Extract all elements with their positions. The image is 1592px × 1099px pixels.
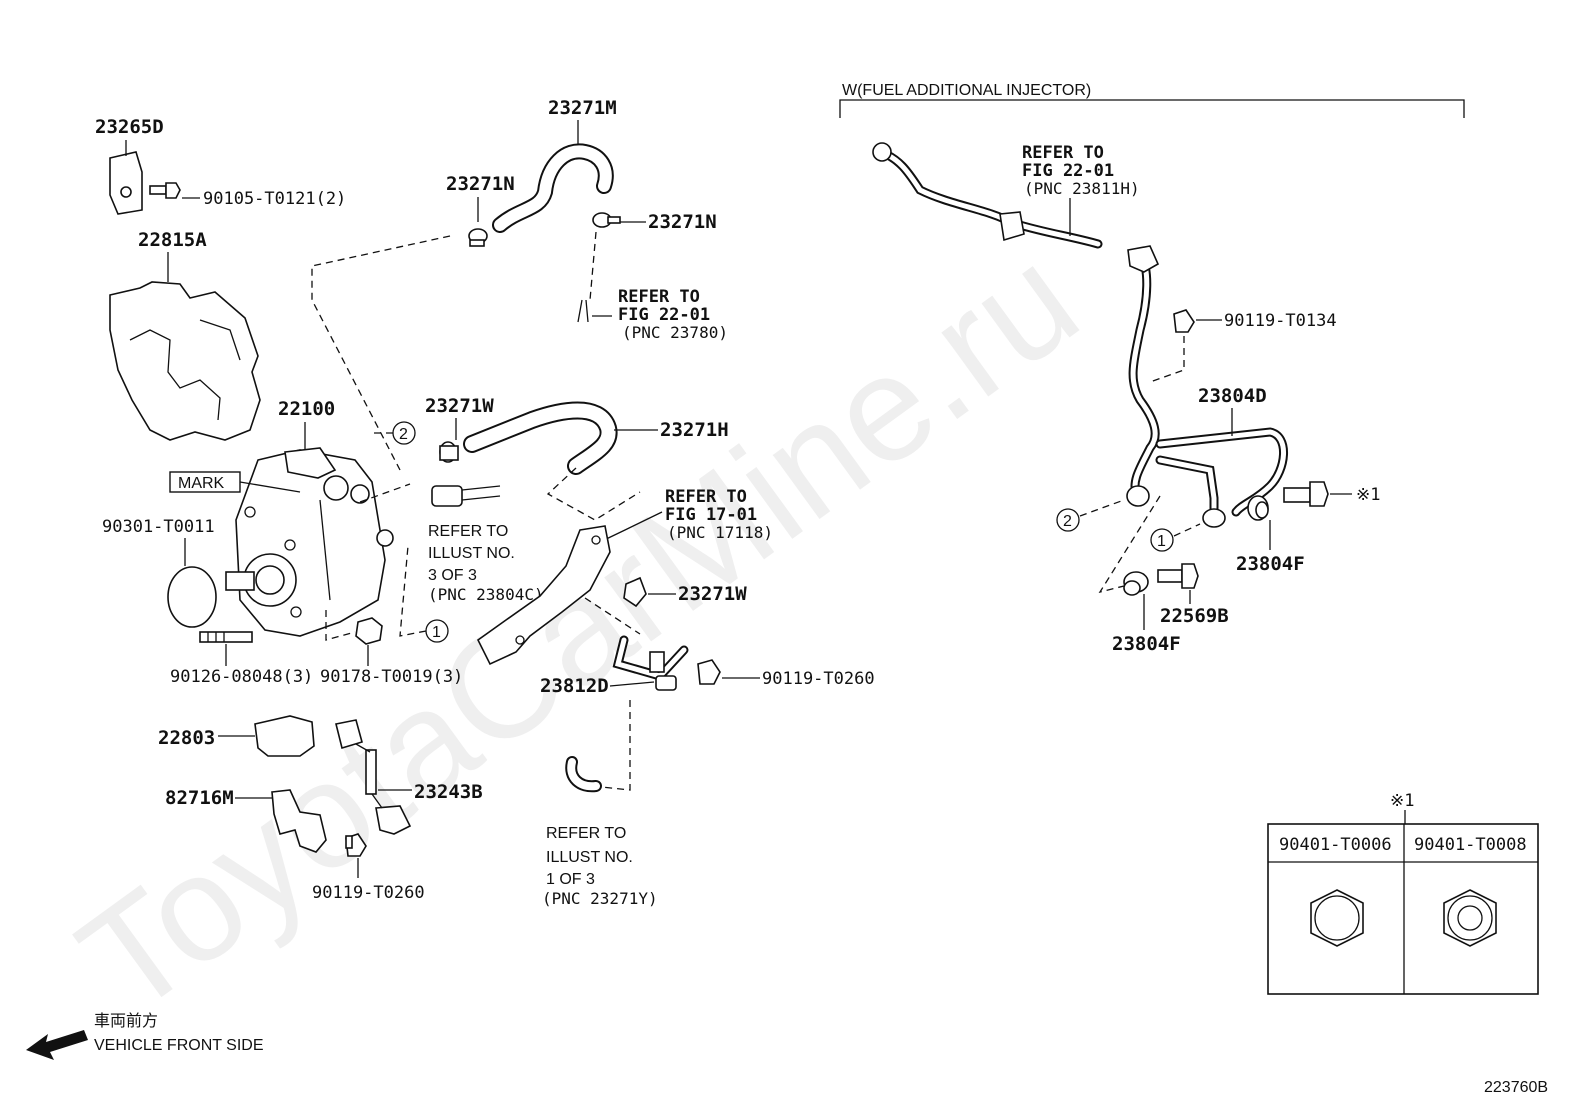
asterisk-note-bolt[interactable]: ※1 bbox=[1356, 485, 1380, 505]
mark-indicator: MARK bbox=[169, 471, 301, 493]
sensor-23243b[interactable] bbox=[335, 719, 412, 835]
svg-text:REFER TO: REFER TO bbox=[618, 287, 700, 307]
ref-illust-1[interactable]: REFER TO ILLUST NO. 1 OF 3 (PNC 23271Y) bbox=[542, 825, 658, 908]
part-label-23243b[interactable]: 23243B bbox=[414, 781, 483, 803]
bolt-90105[interactable] bbox=[149, 182, 181, 199]
callout-1-right: 1 bbox=[1150, 528, 1174, 552]
part-label-23271m[interactable]: 23271M bbox=[548, 97, 617, 119]
svg-text:REFER TO: REFER TO bbox=[1022, 143, 1104, 163]
ref-illust-3[interactable]: REFER TO ILLUST NO. 3 OF 3 (PNC 23804C) bbox=[428, 523, 544, 604]
part-label-23804f-bottom[interactable]: 23804F bbox=[1112, 633, 1181, 655]
group-label-fuel-injector: W(FUEL ADDITIONAL INJECTOR) bbox=[842, 82, 1091, 99]
part-label-82716m[interactable]: 82716M bbox=[165, 787, 234, 809]
svg-text:ILLUST NO.: ILLUST NO. bbox=[546, 849, 633, 866]
pipe-23804d[interactable] bbox=[1126, 245, 1288, 528]
bolt-22569b[interactable] bbox=[1157, 563, 1199, 589]
part-label-23812d[interactable]: 23812D bbox=[540, 675, 609, 697]
clip-23271w-bottom[interactable] bbox=[623, 576, 647, 608]
svg-text:(PNC 23804C): (PNC 23804C) bbox=[428, 585, 544, 604]
svg-text:1 OF 3: 1 OF 3 bbox=[546, 871, 595, 888]
svg-text:FIG 22-01: FIG 22-01 bbox=[618, 305, 710, 325]
front-arrow-icon bbox=[26, 1030, 88, 1060]
bolt-90119-a[interactable] bbox=[345, 833, 367, 857]
svg-text:FIG 22-01: FIG 22-01 bbox=[1022, 161, 1114, 181]
table-col-2: 90401-T0008 bbox=[1414, 835, 1527, 855]
callout-2-left: 2 bbox=[392, 421, 416, 445]
bolt-asterisk-1[interactable] bbox=[1283, 481, 1329, 507]
svg-text:2: 2 bbox=[1063, 513, 1072, 530]
bolt-table: 90401-T0006 90401-T0008 bbox=[1267, 823, 1539, 995]
callout-2-right: 2 bbox=[1056, 508, 1080, 532]
svg-text:(PNC 23271Y): (PNC 23271Y) bbox=[542, 889, 658, 908]
bolt-90119-b[interactable] bbox=[697, 659, 721, 685]
clip-23804f-right[interactable] bbox=[1247, 495, 1269, 521]
clip-23804f-bottom[interactable] bbox=[1123, 571, 1149, 596]
ref-fig-22-01-b[interactable]: REFER TO FIG 22-01 (PNC 23811H) bbox=[1022, 143, 1140, 198]
part-label-22815a[interactable]: 22815A bbox=[138, 229, 207, 251]
part-label-23265d[interactable]: 23265D bbox=[95, 116, 164, 138]
bracket-23265d[interactable] bbox=[109, 151, 143, 215]
part-label-23271h[interactable]: 23271H bbox=[660, 419, 729, 441]
svg-text:2: 2 bbox=[399, 426, 408, 443]
part-label-23271n-left[interactable]: 23271N bbox=[446, 173, 515, 195]
part-label-90301[interactable]: 90301-T0011 bbox=[102, 517, 215, 537]
pipe-connector[interactable] bbox=[431, 485, 501, 507]
part-label-90178[interactable]: 90178-T0019(3) bbox=[320, 667, 463, 687]
clip-23271n-right[interactable] bbox=[592, 212, 621, 228]
hex-bolt-t0006-icon bbox=[1310, 889, 1364, 947]
diagram-id: 223760B bbox=[1484, 1079, 1548, 1096]
svg-text:(PNC 23780): (PNC 23780) bbox=[622, 323, 728, 342]
bracket-pump-mount[interactable] bbox=[476, 525, 611, 666]
ref-fig-17-01[interactable]: REFER TO FIG 17-01 (PNC 17118) bbox=[665, 487, 773, 542]
part-label-23804f-right[interactable]: 23804F bbox=[1236, 553, 1305, 575]
part-label-23804d[interactable]: 23804D bbox=[1198, 385, 1267, 407]
pipe-23812d[interactable] bbox=[612, 635, 689, 691]
part-label-22100[interactable]: 22100 bbox=[278, 398, 335, 420]
direction-en: VEHICLE FRONT SIDE bbox=[94, 1037, 264, 1054]
bolt-90119-c[interactable] bbox=[1173, 309, 1195, 333]
pipe-23811h[interactable] bbox=[872, 142, 1103, 249]
svg-text:1: 1 bbox=[1157, 533, 1166, 550]
stud-90126[interactable] bbox=[199, 631, 253, 643]
o-ring-90301[interactable] bbox=[167, 566, 217, 628]
clip-23271w-top[interactable] bbox=[439, 441, 459, 463]
part-label-90105[interactable]: 90105-T0121(2) bbox=[203, 189, 346, 209]
part-label-22569b[interactable]: 22569B bbox=[1160, 605, 1229, 627]
svg-text:(PNC 17118): (PNC 17118) bbox=[667, 523, 773, 542]
part-label-90126[interactable]: 90126-08048(3) bbox=[170, 667, 313, 687]
nut-90178[interactable] bbox=[355, 617, 383, 645]
part-label-23271w-top[interactable]: 23271W bbox=[425, 395, 494, 417]
part-label-90119-b[interactable]: 90119-T0260 bbox=[762, 669, 875, 689]
table-col-1: 90401-T0006 bbox=[1279, 835, 1392, 855]
part-label-23271w-bottom[interactable]: 23271W bbox=[678, 583, 747, 605]
svg-text:REFER TO: REFER TO bbox=[428, 523, 508, 540]
mark-label: MARK bbox=[178, 475, 225, 492]
insulator-22815a[interactable] bbox=[109, 281, 261, 441]
cover-22803[interactable] bbox=[254, 715, 315, 757]
svg-text:REFER TO: REFER TO bbox=[665, 487, 747, 507]
part-label-90119-a[interactable]: 90119-T0260 bbox=[312, 883, 425, 903]
hex-bolt-t0008-icon bbox=[1443, 889, 1497, 947]
part-label-90119-c[interactable]: 90119-T0134 bbox=[1224, 311, 1337, 331]
direction-jp: 車両前方 bbox=[94, 1012, 158, 1030]
svg-text:1: 1 bbox=[432, 624, 441, 641]
ref-fig-22-01-a[interactable]: REFER TO FIG 22-01 (PNC 23780) bbox=[618, 287, 728, 342]
svg-text:ILLUST NO.: ILLUST NO. bbox=[428, 545, 515, 562]
svg-text:3 OF 3: 3 OF 3 bbox=[428, 567, 477, 584]
table-note: ※1 bbox=[1390, 791, 1414, 811]
bracket-82716m[interactable] bbox=[271, 789, 327, 853]
svg-text:REFER TO: REFER TO bbox=[546, 825, 626, 842]
part-label-23271n-right[interactable]: 23271N bbox=[648, 211, 717, 233]
clip-23271n-left[interactable] bbox=[468, 228, 488, 247]
svg-text:(PNC 23811H): (PNC 23811H) bbox=[1024, 179, 1140, 198]
svg-text:FIG 17-01: FIG 17-01 bbox=[665, 505, 757, 525]
part-label-22803[interactable]: 22803 bbox=[158, 727, 215, 749]
supply-pump-22100[interactable] bbox=[225, 447, 394, 637]
